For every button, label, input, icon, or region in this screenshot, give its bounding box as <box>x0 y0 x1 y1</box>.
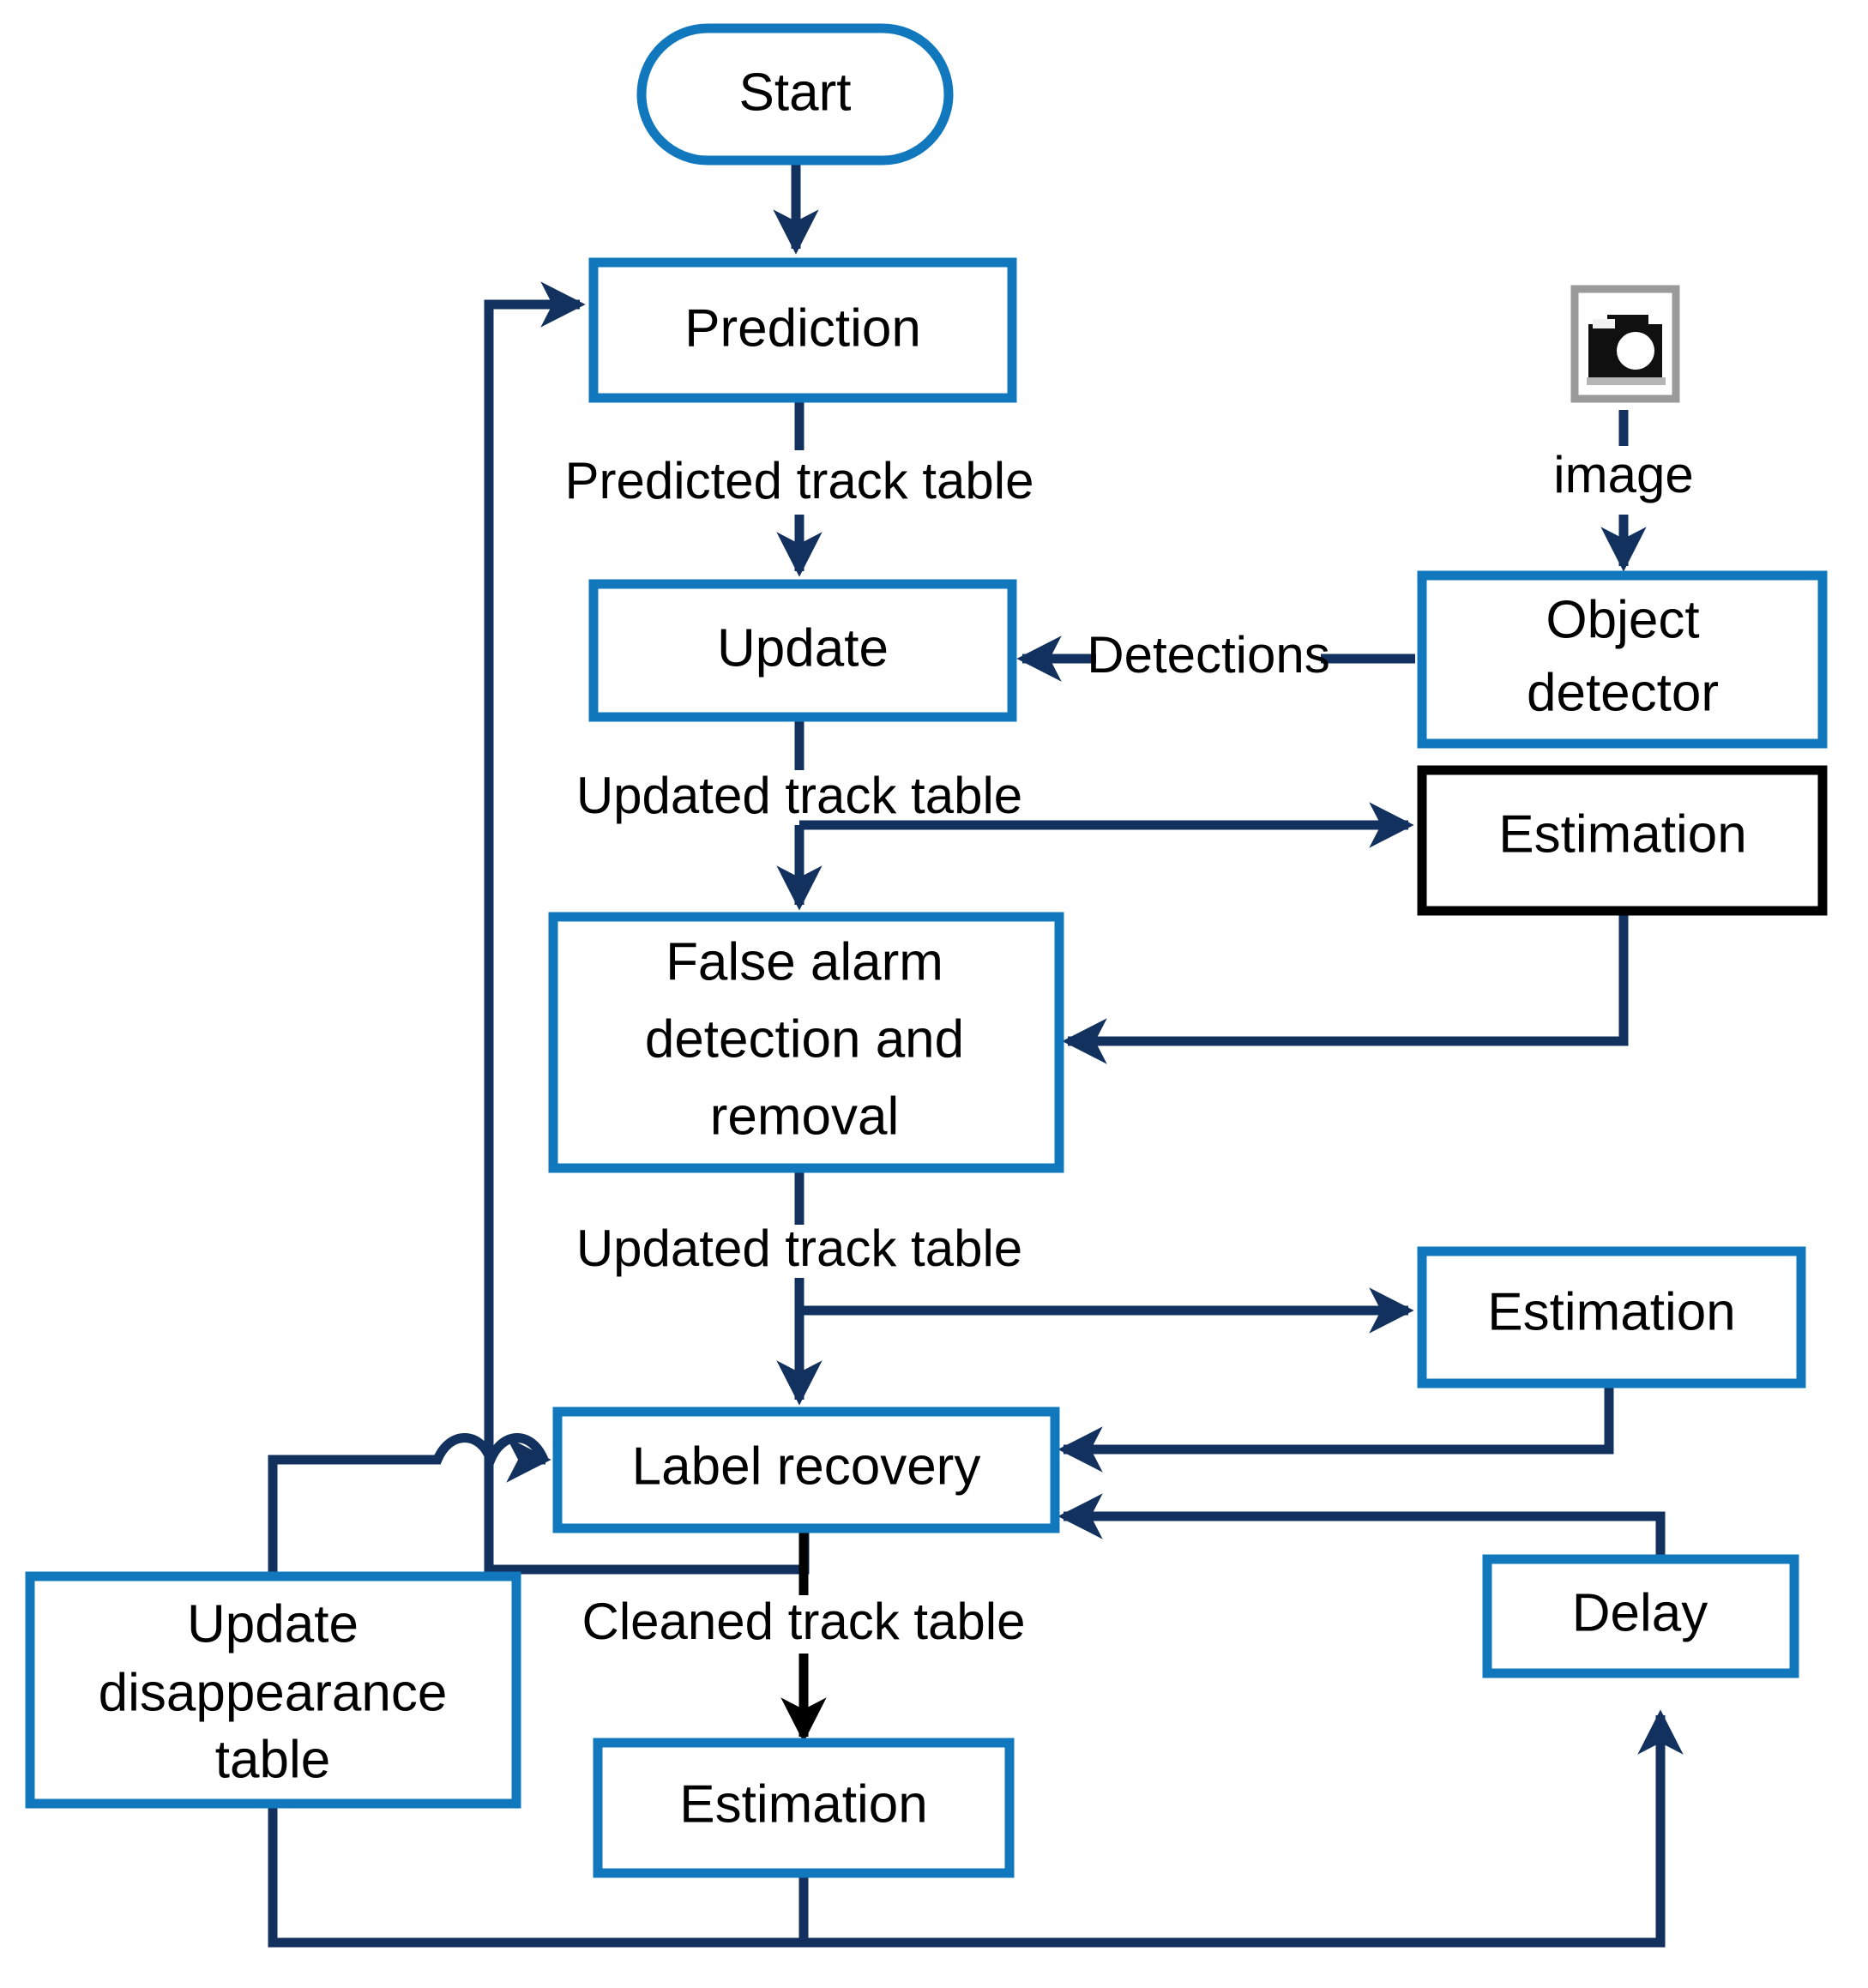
node-estimation-top[interactable]: Estimation <box>1417 765 1828 916</box>
edge-label-detections: Detections <box>1087 626 1329 684</box>
false-alarm-label-line2: detection and <box>645 1009 964 1069</box>
false-alarm-label-line3: removal <box>710 1087 900 1146</box>
edge-label-image: image <box>1553 446 1693 503</box>
prediction-label: Prediction <box>684 298 921 358</box>
object-detector-label-line2: detector <box>1527 663 1719 722</box>
delay-shape <box>1482 1554 1799 1678</box>
node-estimation-mid[interactable]: Estimation <box>1417 1246 1806 1389</box>
false-alarm-shape <box>548 912 1064 1173</box>
start-label: Start <box>739 63 852 122</box>
node-false-alarm[interactable]: False alarm detection and removal <box>548 912 1064 1173</box>
estimation-mid-shape <box>1417 1246 1806 1389</box>
edge-label-cleaned-track-table: Cleaned track table <box>582 1593 1026 1650</box>
estimation-bottom-label: Estimation <box>679 1774 927 1834</box>
node-estimation-bottom[interactable]: Estimation <box>593 1738 1015 1878</box>
update-label: Update <box>717 618 889 678</box>
estimation-top-label: Estimation <box>1498 804 1746 864</box>
edge-label-updated-track-table-1: Updated track table <box>576 767 1022 824</box>
false-alarm-label-line1: False alarm <box>666 932 943 991</box>
label-recovery-shape <box>552 1407 1060 1533</box>
edge-label-updated-track-table-2: Updated track table <box>576 1220 1022 1277</box>
node-update[interactable]: Update <box>588 579 1017 722</box>
node-object-detector[interactable]: Object detector <box>1417 570 1828 749</box>
object-detector-label-line1: Object <box>1546 590 1699 649</box>
node-label-recovery[interactable]: Label recovery <box>552 1407 1060 1533</box>
prediction-shape <box>588 257 1017 403</box>
node-start[interactable]: Start <box>636 23 954 166</box>
update-disappearance-label-line3: table <box>215 1730 330 1789</box>
edge-update-disappearance-to-label-recovery <box>268 1433 551 1575</box>
edge-bottom-rail-to-delay <box>804 1709 1684 1948</box>
update-disappearance-label-line2: disappearance <box>99 1663 448 1722</box>
edge-estimation-top-to-false-alarm <box>1062 911 1629 1064</box>
node-prediction[interactable]: Prediction <box>588 257 1017 403</box>
node-delay[interactable]: Delay <box>1482 1554 1799 1678</box>
update-shape <box>588 579 1017 722</box>
update-disappearance-shape <box>25 1571 521 1809</box>
estimation-top-shape <box>1417 765 1828 916</box>
edge-estimation-bottom-to-update-disappearance <box>250 1709 809 1948</box>
edge-estimation-mid-to-label-recovery <box>1058 1383 1614 1473</box>
node-update-disappearance[interactable]: Update disappearance table <box>25 1571 521 1809</box>
camera-icon <box>1570 285 1680 403</box>
estimation-mid-label: Estimation <box>1487 1282 1735 1341</box>
update-disappearance-label-line1: Update <box>187 1594 359 1654</box>
start-shape <box>636 23 954 166</box>
object-detector-shape <box>1417 570 1828 749</box>
edge-label-predicted-track-table: Predicted track table <box>565 452 1034 509</box>
label-recovery-label: Label recovery <box>632 1437 981 1496</box>
delay-label: Delay <box>1572 1583 1708 1642</box>
estimation-bottom-shape <box>593 1738 1015 1878</box>
